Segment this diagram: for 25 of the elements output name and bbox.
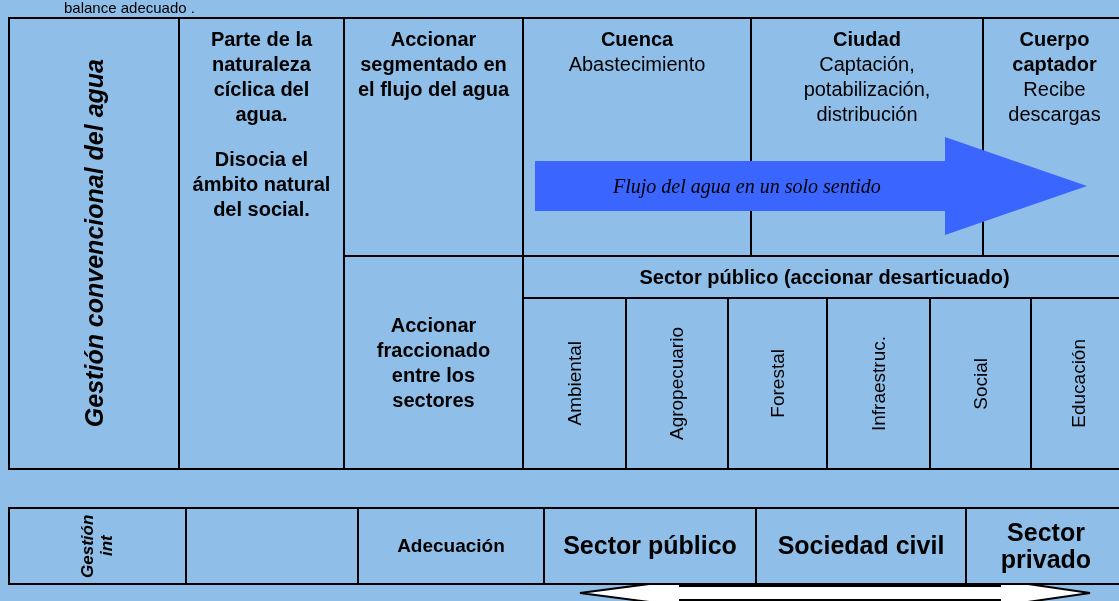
cell-text: Captación, potabilización, distribución [802,52,932,127]
column-header: Cuenca [599,27,675,52]
cell-text: Recibe descargas [1007,77,1102,127]
arrow-label: Flujo del agua en un solo sentido [613,175,881,198]
column-header: Educación [1067,339,1090,428]
cell-text: Parte de la naturaleza cíclica del agua. [209,27,314,127]
cell-text: Disocia el ámbito natural del social. [191,147,332,222]
column-header: Sector privado [999,518,1093,574]
column-header: Agropecuario [666,327,688,440]
column-header: Cuerpo captador [1011,27,1098,77]
column-header: Social [969,357,992,410]
column-header: Ambiental [563,341,586,426]
column-header: Sector público [563,532,737,560]
cell-text: Abastecimiento [567,52,707,77]
row-header: Gestión int [78,513,117,580]
column-header: Sociedad civil [777,532,945,560]
column-header: Infraestruc. [867,335,890,431]
cell-text: Accionar segmentado en el flujo del agua [356,27,511,102]
cell-text: Accionar fraccionado entre los sectores [375,312,492,413]
column-header: Adecuación [397,535,505,557]
heading-text: balance adecuado . [64,0,195,16]
section-header: Sector público (accionar desarticuado) [638,264,1011,290]
row-header: Gestión convencional del agua [78,59,109,428]
column-header: Forestal [766,349,789,418]
column-header: Ciudad [832,27,902,52]
